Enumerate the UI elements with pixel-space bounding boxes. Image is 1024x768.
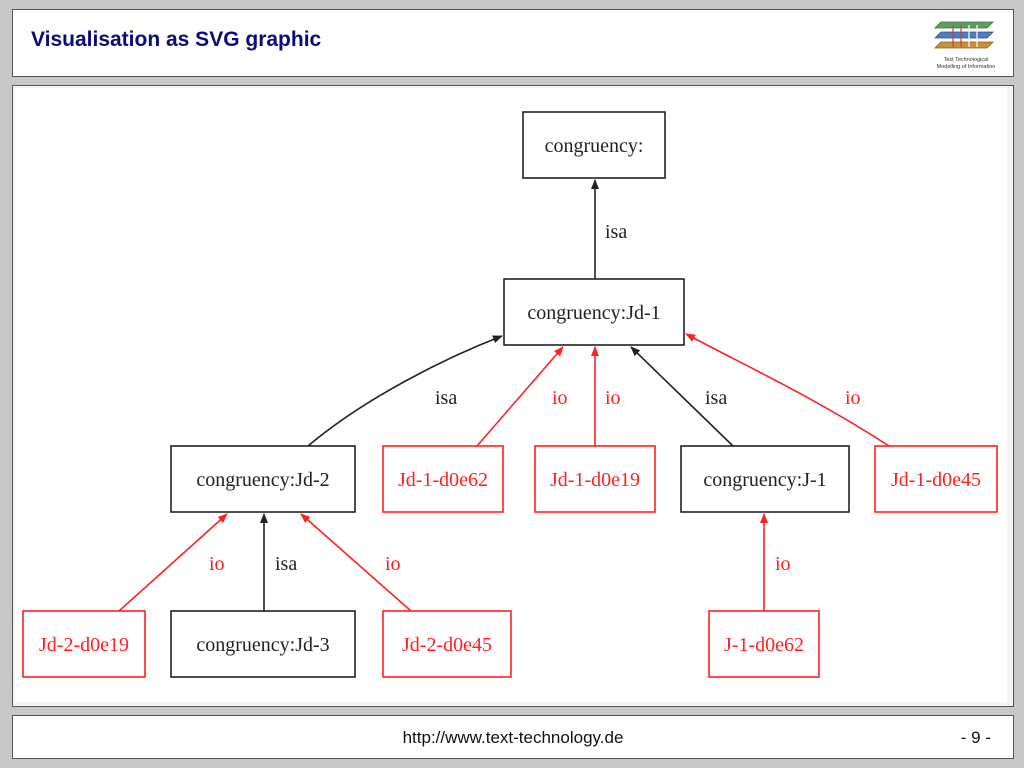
edge-label-isa: isa [605, 221, 627, 243]
layers-logo-icon [934, 21, 994, 49]
node-label-class: congruency: [545, 135, 644, 157]
node-box-instance [22, 610, 146, 678]
node-label-class: congruency:J-1 [703, 469, 826, 491]
node-label-instance: Jd-1-d0e45 [891, 469, 981, 491]
edge-io [300, 513, 412, 612]
node-label-instance: Jd-1-d0e62 [398, 469, 488, 491]
node-label-class: congruency:Jd-2 [196, 469, 329, 491]
node-label-instance: J-1-d0e62 [724, 634, 804, 656]
edges-layer: isa isa io io isa io io isa io io [118, 179, 890, 612]
node-box-instance [534, 445, 656, 513]
node-label-class: congruency:Jd-3 [196, 634, 329, 656]
node-box-class [522, 111, 666, 179]
edge-isa [630, 346, 734, 447]
edge-label-io: io [209, 553, 225, 575]
node-box-class [170, 610, 356, 678]
node-box-instance [874, 445, 998, 513]
node-label-class: congruency:Jd-1 [527, 302, 660, 324]
edge-label-isa: isa [705, 387, 727, 409]
page-number: - 9 - [960, 728, 991, 747]
nodes-layer: congruency: congruency:Jd-1 congruency:Jd-… [22, 111, 998, 678]
edge-io [476, 346, 564, 447]
edge-isa [307, 335, 503, 447]
node-label-instance: Jd-2-d0e19 [39, 634, 129, 656]
edge-label-io: io [775, 553, 791, 575]
text-technology-logo: Text Technological Modelling of Informat… [931, 16, 1001, 74]
logo-caption-line2: Modelling of Information [936, 63, 996, 70]
node-box-class [170, 445, 356, 513]
footer-url[interactable]: http://www.text-technology.de [402, 728, 624, 747]
node-box-instance [382, 610, 512, 678]
node-box-instance [382, 445, 504, 513]
edge-label-isa: isa [435, 387, 457, 409]
node-box-class [503, 278, 685, 346]
logo-caption: Text Technological Modelling of Informat… [931, 57, 1001, 70]
edge-label-io: io [605, 387, 621, 409]
edge-io [118, 513, 228, 612]
edge-label-io: io [552, 387, 568, 409]
slide-title: Visualisation as SVG graphic [31, 28, 322, 51]
edge-label-io: io [845, 387, 861, 409]
slide-header: Visualisation as SVG graphic Text Techno… [12, 9, 1014, 77]
edge-label-io: io [385, 553, 401, 575]
node-label-instance: Jd-1-d0e19 [550, 469, 640, 491]
node-box-instance [708, 610, 820, 678]
slide-footer: http://www.text-technology.de - 9 - [12, 715, 1014, 759]
edge-io [685, 333, 890, 447]
node-box-class [680, 445, 850, 513]
node-label-instance: Jd-2-d0e45 [402, 634, 492, 656]
logo-caption-line1: Text Technological [943, 57, 989, 63]
edge-label-isa: isa [275, 553, 297, 575]
